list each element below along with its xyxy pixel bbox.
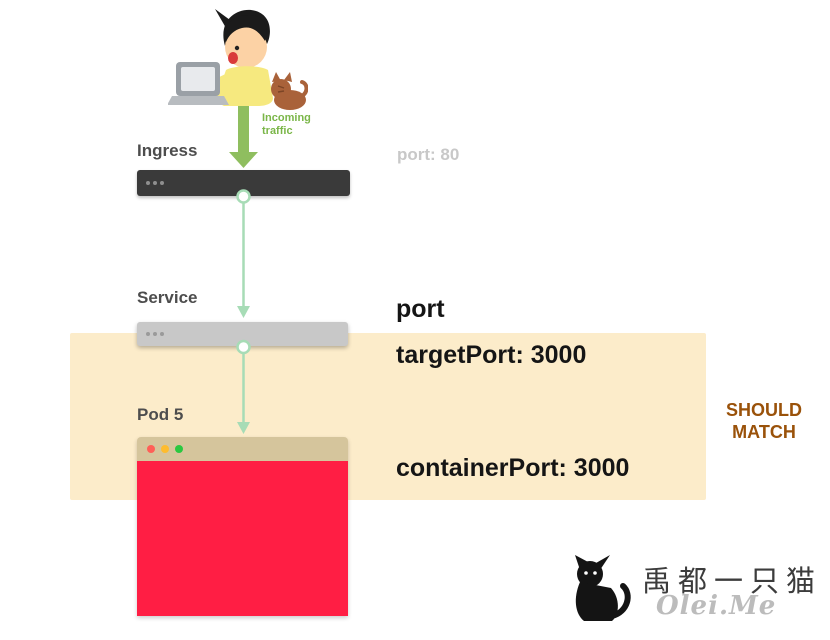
window-menu-dots-icon	[146, 181, 164, 185]
pod-label: Pod 5	[137, 405, 184, 424]
should-match-label: SHOULD MATCH	[726, 400, 802, 442]
incoming-traffic-arrow-icon	[229, 106, 258, 168]
watermark-site-name: Olei.Me	[656, 591, 777, 621]
service-bar	[137, 322, 348, 346]
ingress-bar	[137, 170, 350, 196]
watermark-chinese-name: 禹都一只猫	[642, 564, 823, 598]
ingress-port-label: port: 80	[397, 145, 460, 164]
target-port-label: targetPort: 3000	[396, 341, 587, 369]
person-at-laptop-illustration	[168, 9, 308, 110]
window-menu-dots-icon	[146, 332, 164, 336]
small-cat-icon	[271, 72, 308, 110]
incoming-traffic-label: Incoming traffic	[262, 112, 311, 138]
service-port-label: port	[396, 295, 445, 323]
service-label: Service	[137, 288, 198, 307]
cat-silhouette-icon	[575, 555, 631, 621]
container-port-label: containerPort: 3000	[396, 454, 630, 482]
ingress-label: Ingress	[137, 141, 198, 160]
minimize-dot-icon	[161, 445, 169, 453]
maximize-dot-icon	[175, 445, 183, 453]
laptop-icon	[168, 62, 229, 105]
pod-container-body	[137, 461, 348, 616]
close-dot-icon	[147, 445, 155, 453]
arrowhead-down-icon	[237, 306, 250, 318]
pod-window	[137, 437, 348, 616]
pod-window-titlebar	[137, 437, 348, 461]
